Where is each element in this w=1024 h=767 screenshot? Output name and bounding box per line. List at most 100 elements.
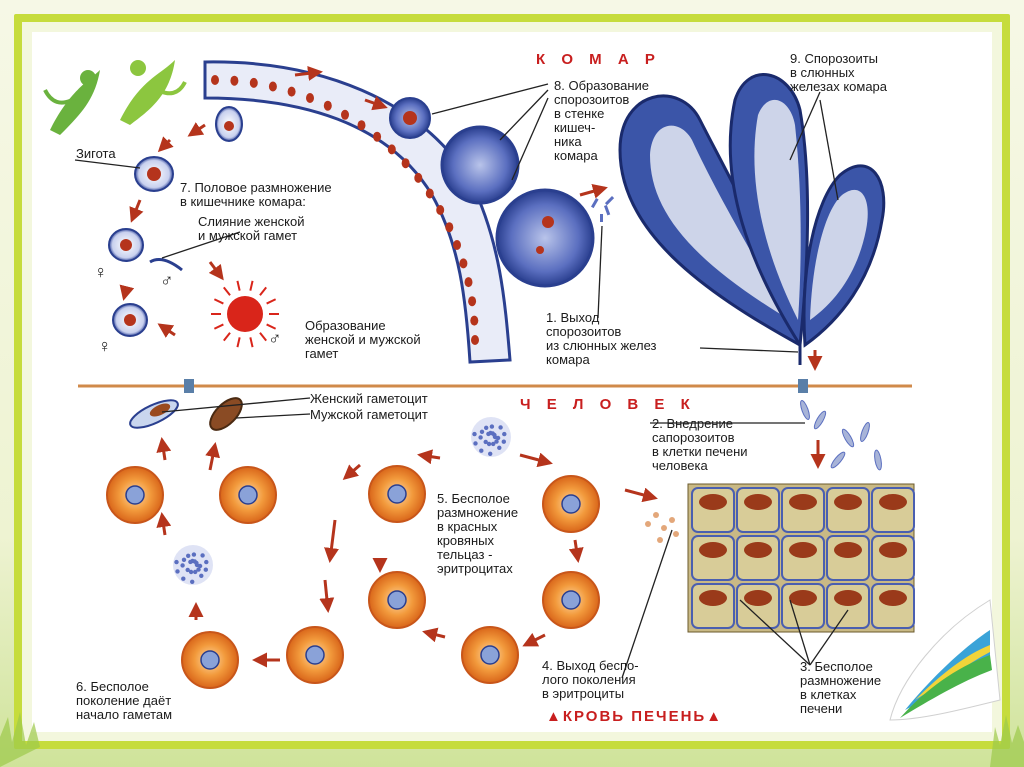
merozoite <box>502 431 507 437</box>
merozoite <box>193 569 198 575</box>
oocyst-large-bursting <box>495 188 595 288</box>
flagellum <box>223 332 231 342</box>
liver-cell-nucleus <box>834 542 862 558</box>
merozoite <box>479 448 484 453</box>
liver-cell-nucleus <box>879 494 907 510</box>
merozoite <box>494 439 499 444</box>
gut-cell-nucleus <box>453 240 461 250</box>
gut-cell-nucleus <box>414 172 423 183</box>
merozoite <box>191 552 197 557</box>
ookinete-cell <box>215 106 243 142</box>
fusion-label: Слияние женской и мужской гамет <box>198 214 305 243</box>
merozoite <box>479 429 485 434</box>
oocyst-medium <box>440 125 520 205</box>
step6-label: 6. Бесполое поколение даёт начало гамета… <box>76 679 173 722</box>
flagellum <box>259 332 267 342</box>
flagellum <box>259 286 267 296</box>
gut-cell-nucleus <box>323 100 332 111</box>
merozoite <box>186 553 191 558</box>
cycle-arrow <box>157 136 174 153</box>
parasite-in-erythrocyte <box>387 590 407 610</box>
merozoite <box>501 439 506 444</box>
blood-liver-title: ▲КРОВЬ ПЕЧЕНЬ▲ <box>546 708 724 725</box>
merozoite <box>478 435 483 440</box>
cycle-arrow <box>519 452 553 468</box>
cycle-arrow <box>417 449 441 465</box>
cycle-arrow <box>294 65 323 81</box>
cycle-arrow <box>324 519 339 563</box>
cycle-arrow <box>208 261 224 281</box>
cycle-arrow <box>205 442 221 471</box>
male-gamete-exflagellation <box>211 280 279 348</box>
merozoite <box>197 563 203 569</box>
cycle-arrow <box>156 512 172 536</box>
human-title: Ч Е Л О В Е К <box>520 396 696 413</box>
liver-cell-nucleus <box>879 542 907 558</box>
liver-cell-nucleus <box>834 494 862 510</box>
liver-cell-nucleus <box>789 494 817 510</box>
step9-label: 9. Спорозоиты в слюнных железах комара <box>790 51 888 94</box>
erythrocyte-group <box>106 465 600 689</box>
flagellum <box>249 337 254 348</box>
parasite-in-erythrocyte <box>561 494 581 514</box>
female-symbol: ♀ <box>94 262 108 282</box>
gut-cell-nucleus <box>249 77 258 88</box>
parasite-in-erythrocyte <box>561 590 581 610</box>
merozoite <box>491 441 496 447</box>
merozoite <box>498 425 503 430</box>
gut-cell-nucleus <box>401 158 410 169</box>
liver-cell-nucleus <box>879 590 907 606</box>
merozoite <box>486 431 491 437</box>
merozoite <box>199 573 204 578</box>
step2-label: 2. Внедрение сапорозоитов в клетки печен… <box>652 416 748 473</box>
gut-cell-nucleus <box>468 296 477 307</box>
gut-cell-nucleus <box>445 222 454 233</box>
merozoite <box>200 553 205 558</box>
merozoite <box>174 559 179 565</box>
divider-marker <box>184 379 194 393</box>
gut-cell-nucleus <box>211 75 219 85</box>
gut-cell-nucleus <box>341 109 349 120</box>
merozoite <box>181 557 187 562</box>
flagellum <box>223 286 231 296</box>
cycle-arrow <box>624 487 658 503</box>
gut-cell-nucleus <box>387 144 396 155</box>
flagellum <box>249 280 254 291</box>
liver-cell-nucleus <box>744 494 772 510</box>
female-gametocyte-cell <box>129 399 179 429</box>
step7-label: 7. Половое размножение в кишечнике комар… <box>180 180 332 209</box>
merozoite <box>181 576 186 581</box>
gut-cell-nucleus <box>268 81 277 92</box>
male-gametocyte-label: Мужской гаметоцит <box>310 407 428 422</box>
released-sporozoites <box>590 195 615 222</box>
merozoite <box>185 567 190 573</box>
merozoite <box>175 569 180 574</box>
merozoite <box>483 439 488 445</box>
female-symbol: ♀ <box>98 336 112 356</box>
parasite-in-erythrocyte <box>387 484 407 504</box>
flagellum <box>266 298 277 305</box>
parasite-in-erythrocyte <box>480 645 500 665</box>
merozoite <box>204 559 209 565</box>
gut-cell-nucleus <box>373 131 382 142</box>
leader-lines <box>74 83 849 679</box>
mosquito-title: К О М А Р <box>536 51 661 68</box>
people-logo-icon <box>43 60 187 135</box>
merozoite <box>188 569 194 575</box>
parasite-in-erythrocyte <box>125 485 145 505</box>
parasite-in-erythrocyte <box>200 650 220 670</box>
gut-cell-nucleus <box>230 75 239 86</box>
liver-cell-nucleus <box>699 590 727 606</box>
liver-cell-nucleus <box>699 542 727 558</box>
merozoite <box>489 424 495 429</box>
cycle-arrow <box>129 199 144 223</box>
merozoite <box>472 431 477 437</box>
cycle-arrow <box>522 632 546 647</box>
mosquito-salivary-glands <box>618 73 886 365</box>
step8-label: 8. Образование спорозоитов в стенке кише… <box>554 78 650 163</box>
merozoite <box>180 563 185 568</box>
cycle-arrow <box>579 184 608 199</box>
page-curl-decoration <box>889 599 1001 721</box>
gut-cell-nucleus <box>357 120 366 131</box>
merozoite <box>497 445 502 450</box>
